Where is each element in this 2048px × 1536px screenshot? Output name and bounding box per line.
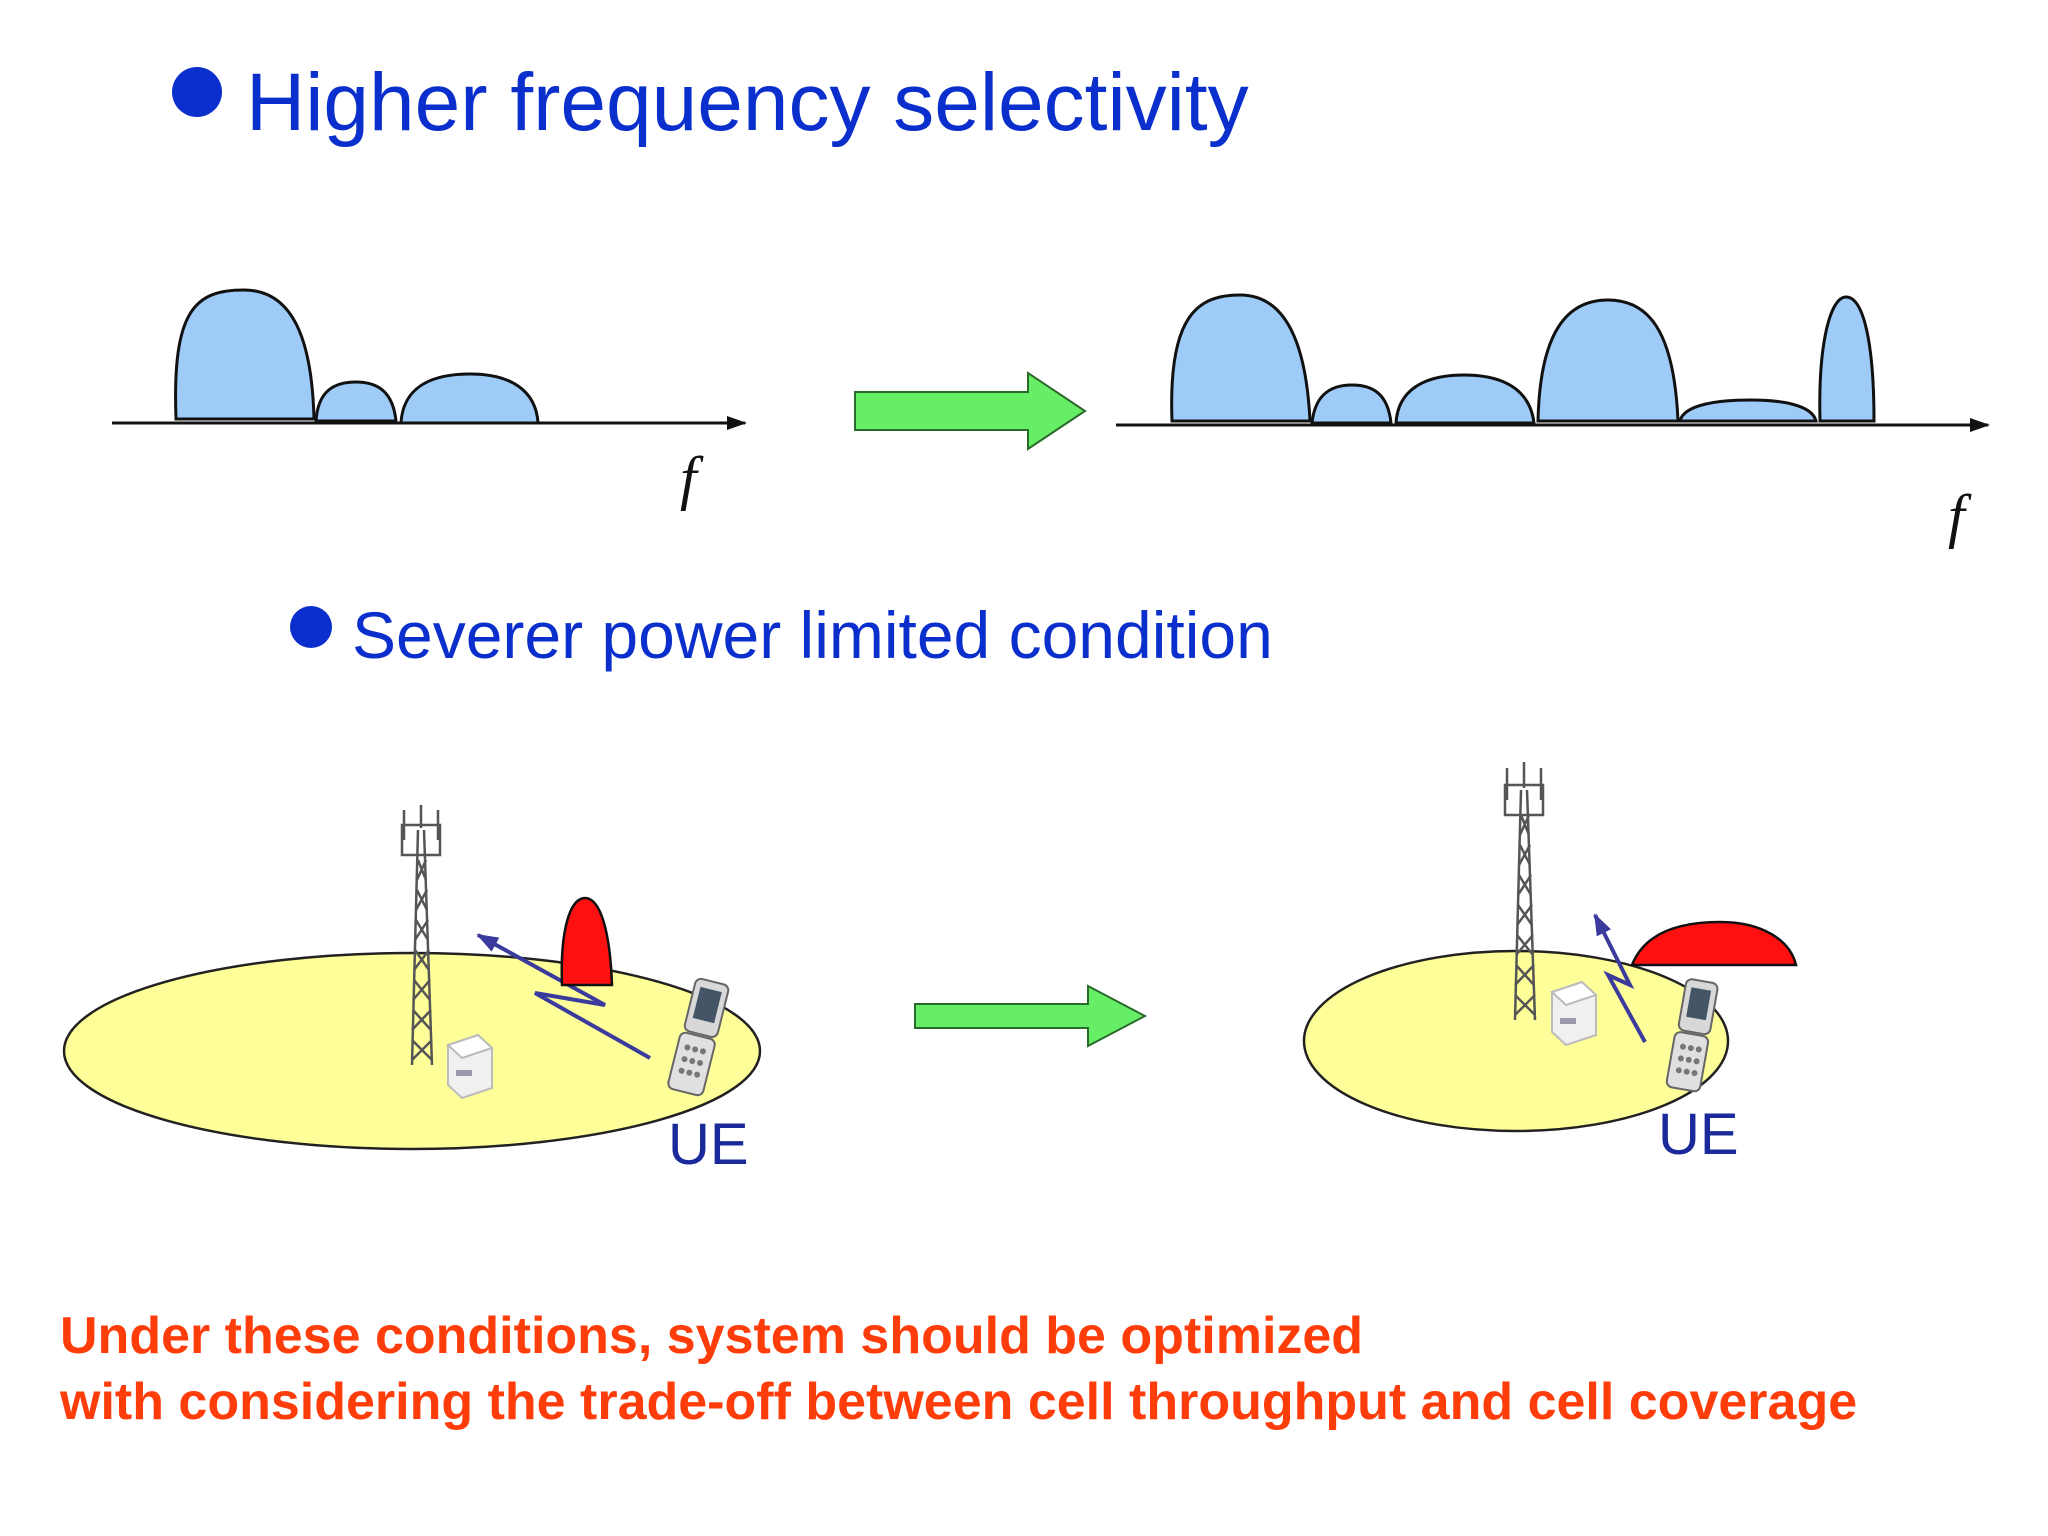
- spectrum-lobe: [314, 380, 398, 423]
- heading-power-limited: Severer power limited condition: [290, 592, 1273, 678]
- spectrum-lobe: [1536, 298, 1680, 423]
- spectrum-lobe: [1170, 293, 1312, 423]
- frequency-axis-label: f: [1948, 483, 1972, 549]
- spectrum-after: f: [1116, 293, 1990, 549]
- spectrum-before: f: [112, 288, 747, 511]
- base-station-tower-icon: [1503, 762, 1545, 1021]
- transition-arrow-icon: [854, 371, 1087, 451]
- transition-arrow-icon: [914, 984, 1148, 1048]
- signal-spectrum-lobe: [1630, 920, 1798, 967]
- signal-spectrum-lobe: [560, 896, 614, 987]
- ue-label: UE: [668, 1112, 749, 1177]
- heading-text: Severer power limited condition: [352, 598, 1273, 672]
- conclusion-line-2: with considering the trade-off between c…: [60, 1373, 1858, 1431]
- heading-frequency-selectivity: Higher frequency selectivity: [172, 48, 1249, 158]
- base-station-tower-icon: [400, 805, 442, 1066]
- mobile-phone-icon: [1665, 978, 1719, 1093]
- uplink-signal-arrow: [1593, 913, 1647, 1043]
- spectrum-lobe: [1394, 373, 1536, 425]
- spectrum-lobe: [1678, 398, 1818, 423]
- bullet-icon: [290, 606, 332, 648]
- heading-text: Higher frequency selectivity: [246, 57, 1249, 148]
- frequency-axis-label: f: [680, 445, 704, 511]
- cell-after: UE: [1302, 762, 1798, 1167]
- spectrum-lobe: [399, 372, 540, 425]
- conclusion-line-1: Under these conditions, system should be…: [60, 1307, 1364, 1365]
- spectrum-lobe: [1818, 295, 1876, 423]
- mobile-phone-icon: [667, 977, 730, 1097]
- uplink-signal-arrow: [476, 933, 651, 1060]
- bullet-icon: [172, 67, 222, 117]
- ue-label: UE: [1658, 1102, 1739, 1167]
- network-box-icon: [446, 1033, 494, 1100]
- network-box-icon: [1550, 980, 1598, 1047]
- spectrum-lobe: [174, 288, 316, 421]
- spectrum-lobe: [1310, 383, 1393, 425]
- cell-before: UE: [62, 805, 762, 1177]
